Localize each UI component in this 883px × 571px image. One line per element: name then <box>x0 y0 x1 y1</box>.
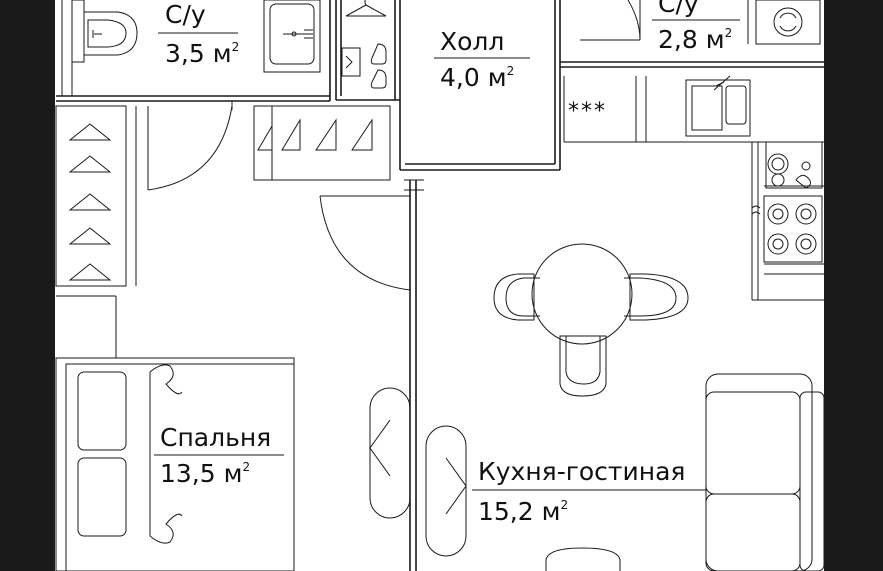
room-name-hall: Холл <box>440 27 504 56</box>
hanger-icon <box>257 118 373 151</box>
sink-icon <box>263 0 321 73</box>
bathroom-1: С/у 3,5 м2 <box>56 0 331 102</box>
room-area-unit-bath2: м <box>706 25 725 54</box>
room-name-bath2: С/у <box>658 0 699 18</box>
toilet-icon <box>71 0 138 63</box>
washing-machine-icon <box>755 0 821 45</box>
sofa-icon <box>705 373 825 571</box>
kitchen: *** <box>472 75 825 571</box>
svg-text:3,5 м2: 3,5 м2 <box>165 39 239 68</box>
door-icon <box>627 0 641 41</box>
outer-wall-right <box>824 0 883 571</box>
corridor <box>55 101 467 571</box>
room-area-kitchen: 15,2 <box>478 497 534 526</box>
svg-text:15,2 м2: 15,2 м2 <box>478 497 568 526</box>
table-icon <box>493 243 689 397</box>
room-area-unit-hall: м <box>488 63 507 92</box>
room-area-unit-kitchen: м <box>542 497 561 526</box>
room-area-sup-hall: 2 <box>507 64 515 78</box>
chair-icon <box>545 547 621 571</box>
outer-wall-left <box>0 0 55 571</box>
door-icon <box>369 387 467 557</box>
hob-marks: *** <box>568 99 607 124</box>
room-area-sup-bedroom: 2 <box>243 460 251 474</box>
room-area-unit-bath1: м <box>213 39 232 68</box>
sink-icon <box>685 75 751 137</box>
room-area-sup-bath2: 2 <box>725 26 733 40</box>
room-area-unit-bedroom: м <box>224 459 243 488</box>
door-icon <box>319 195 411 291</box>
hall: Холл 4,0 м2 <box>335 0 561 171</box>
svg-text:13,5 м2: 13,5 м2 <box>160 459 250 488</box>
svg-text:2,8 м2: 2,8 м2 <box>658 25 732 54</box>
room-area-hall: 4,0 <box>440 63 480 92</box>
room-area-bedroom: 13,5 <box>160 459 216 488</box>
door-icon <box>147 101 233 191</box>
svg-text:4,0 м2: 4,0 м2 <box>440 63 514 92</box>
shoe-icon <box>341 43 387 89</box>
hanger-icon <box>68 123 112 281</box>
hanger-icon <box>345 0 387 17</box>
room-name-kitchen: Кухня-гостиная <box>478 457 685 486</box>
room-name-bath1: С/у <box>165 0 206 29</box>
room-area-sup-kitchen: 2 <box>561 498 569 512</box>
room-name-bedroom: Спальня <box>160 423 271 452</box>
bathroom-2: С/у 2,8 м2 <box>560 0 824 68</box>
stove-icon <box>751 141 823 263</box>
room-area-bath1: 3,5 <box>165 39 205 68</box>
bedroom: Спальня 13,5 м2 <box>55 295 295 571</box>
bed-icon <box>55 357 295 571</box>
room-area-bath2: 2,8 <box>658 25 698 54</box>
room-area-sup-bath1: 2 <box>232 40 240 54</box>
